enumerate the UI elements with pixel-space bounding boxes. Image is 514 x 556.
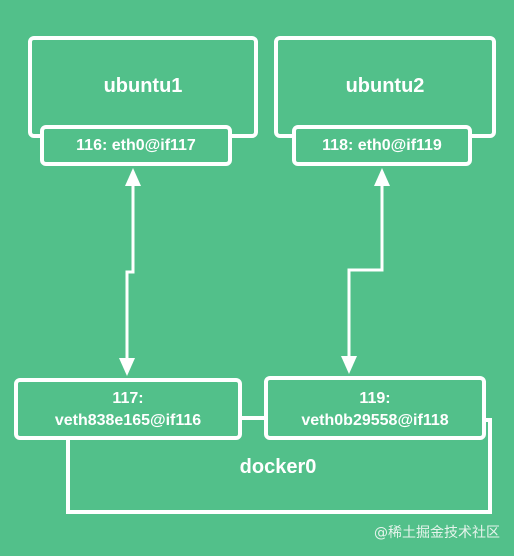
veth-117-index: 117: — [112, 390, 144, 407]
ubuntu2-interface-box — [292, 125, 472, 166]
arrow-head-up-icon — [125, 168, 141, 186]
watermark: @稀土掘金技术社区 — [374, 525, 500, 541]
veth-119-index: 119: — [359, 390, 391, 407]
arrow-head-up-icon — [374, 168, 390, 186]
link-arrow-right-line — [347, 185, 384, 356]
ubuntu1-title: ubuntu1 — [103, 75, 183, 97]
ubuntu1-interface-box — [40, 125, 232, 166]
arrow-head-down-icon — [341, 356, 357, 374]
arrow-head-down-icon — [119, 358, 135, 376]
docker0-bridge-outline — [66, 418, 492, 514]
veth-117-box — [14, 378, 242, 440]
veth-117-name: veth838e165@if116 — [54, 412, 202, 429]
docker0-bridge-label: docker0 — [239, 456, 317, 478]
ubuntu2-interface-label: 118: eth0@if119 — [322, 137, 442, 154]
veth-119-name: veth0b29558@if118 — [301, 412, 449, 429]
link-arrow-left-line — [125, 185, 135, 358]
ubuntu1-interface-label: 116: eth0@if117 — [76, 137, 196, 154]
veth-119-box — [264, 376, 486, 440]
ubuntu2-title: ubuntu2 — [345, 75, 425, 97]
